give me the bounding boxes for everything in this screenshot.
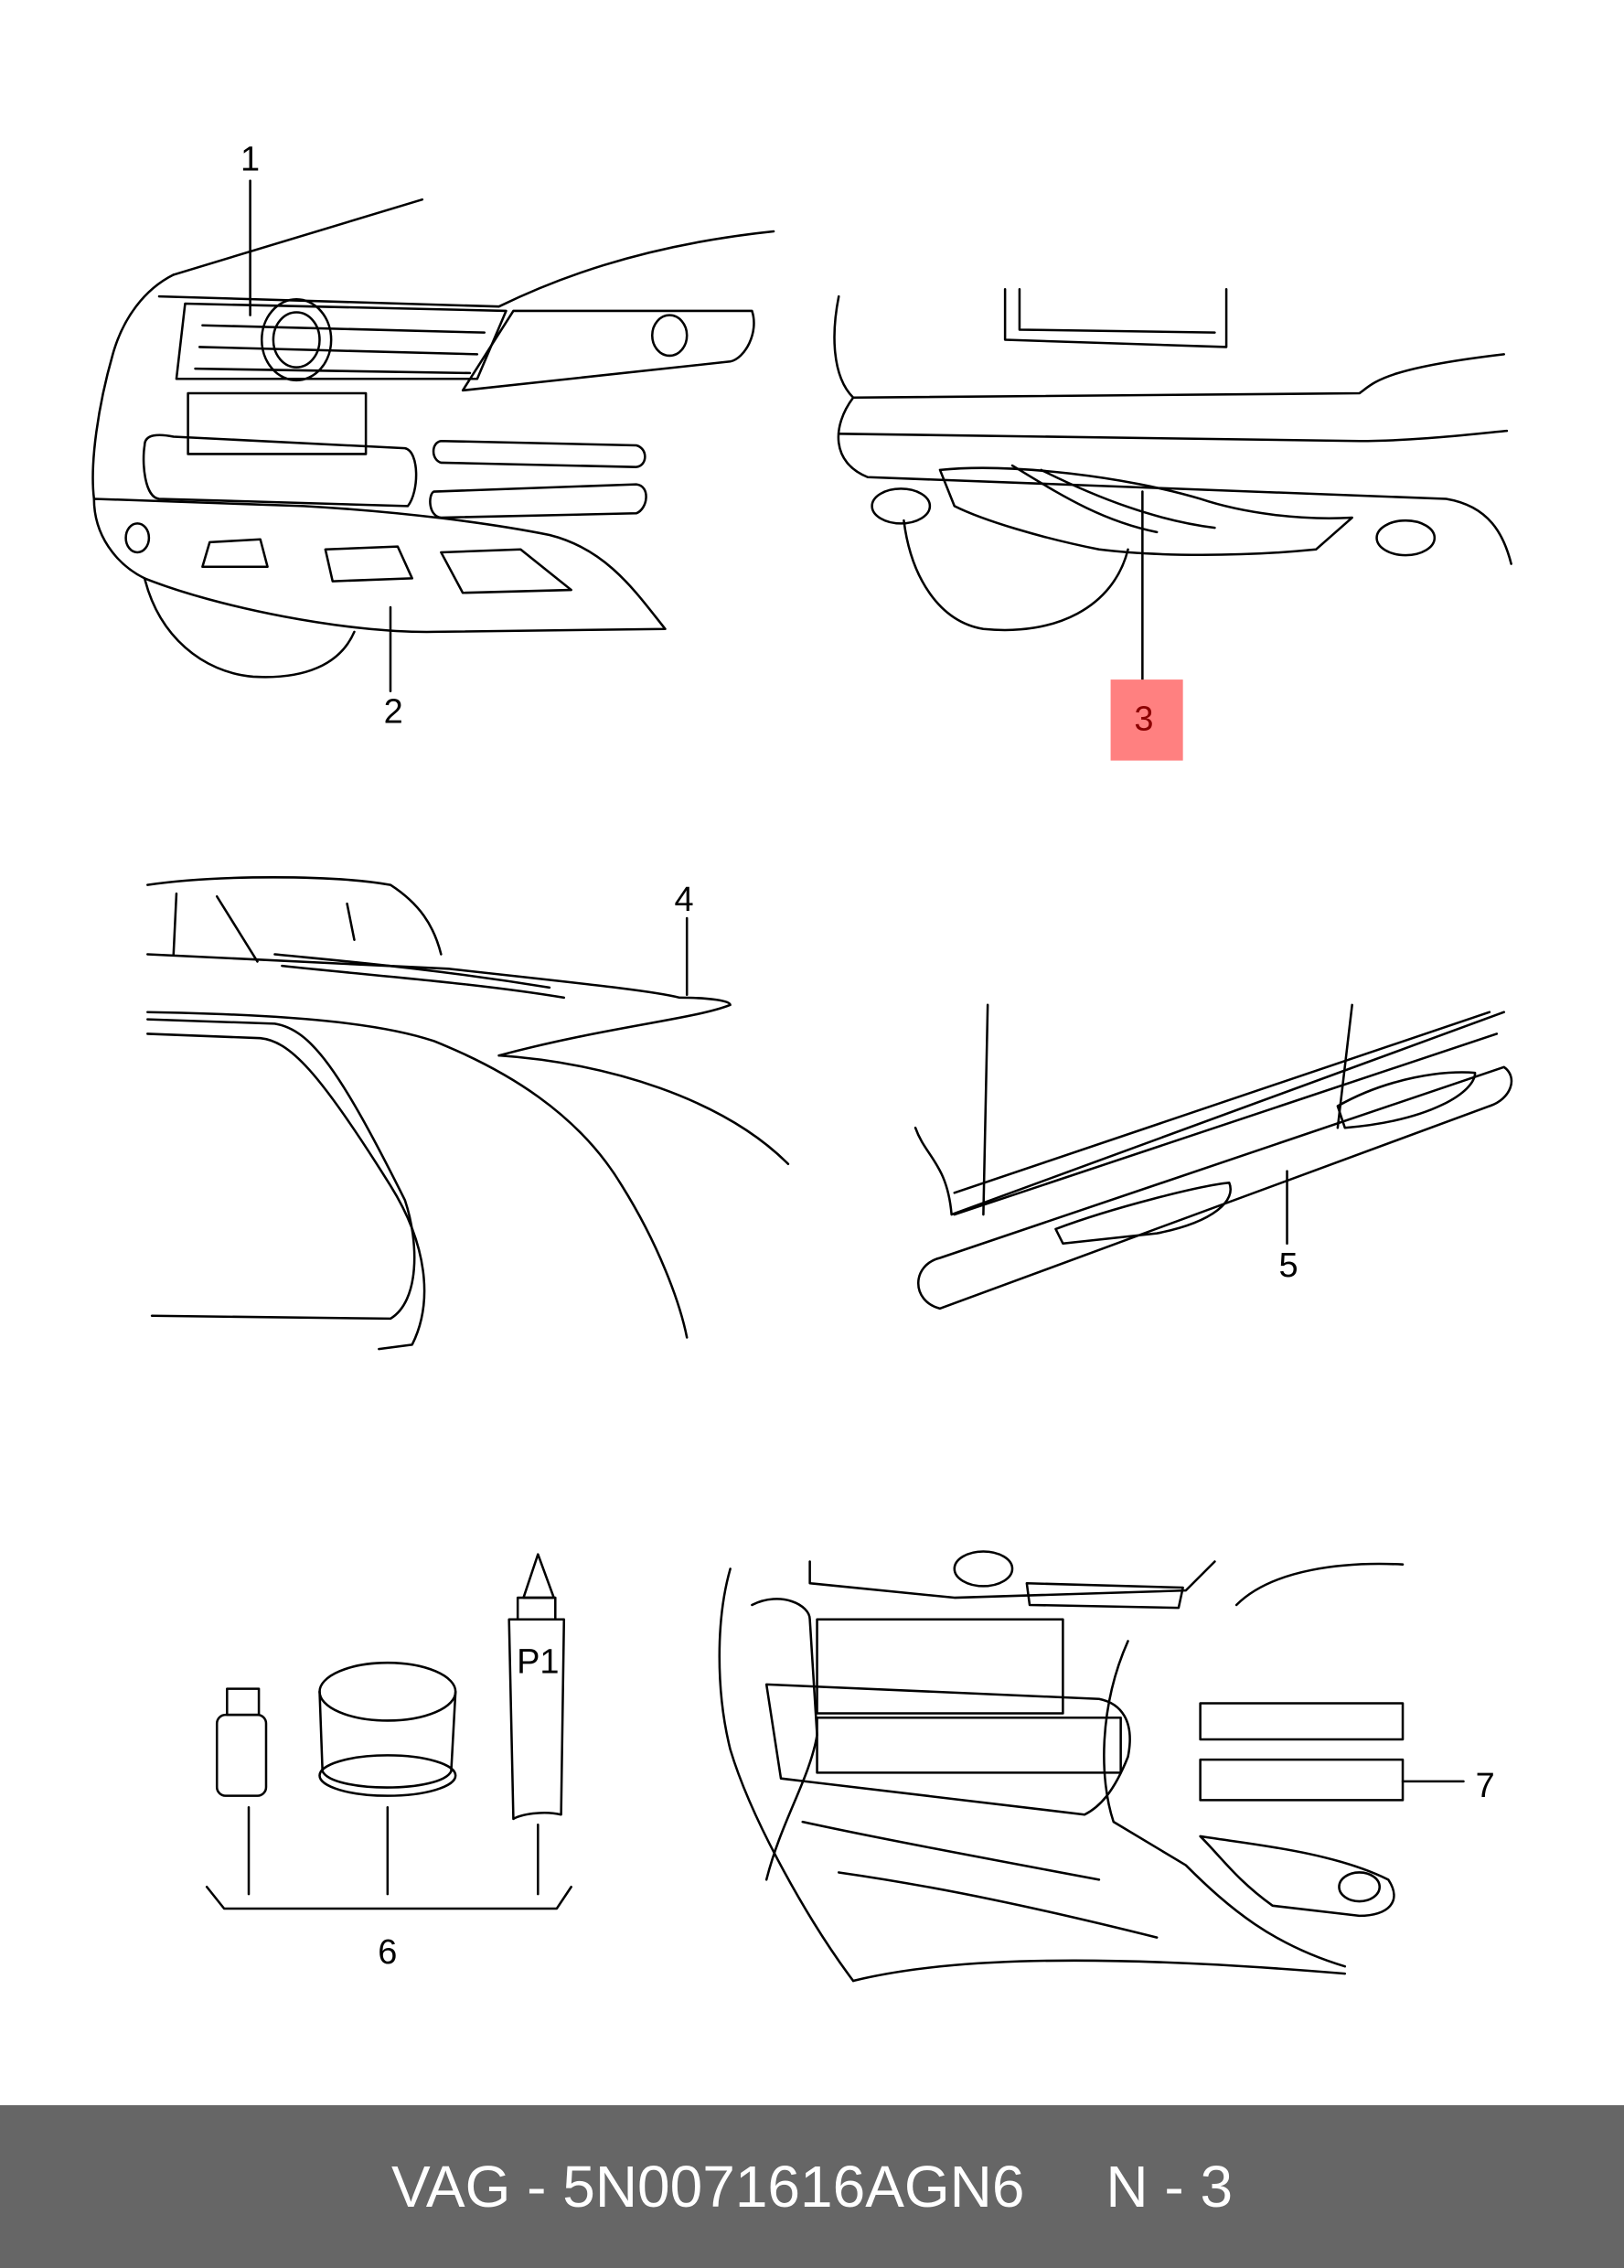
callout-6: 6	[378, 1933, 397, 1972]
callout-3[interactable]: 3	[1134, 700, 1153, 738]
repair-kit-illustration: P1 6	[205, 1553, 572, 1972]
roof-spoiler-illustration: 4	[146, 876, 790, 1351]
callout-5: 5	[1279, 1246, 1298, 1285]
callout-1: 1	[240, 141, 260, 179]
callout-4: 4	[674, 881, 693, 919]
front-bumper-illustration: 1 2	[91, 141, 775, 732]
tin-can	[318, 1661, 457, 1722]
highlight-box	[1110, 679, 1183, 761]
rear-diffuser-illustration: 3	[833, 287, 1512, 761]
glue-tube	[508, 1618, 566, 1821]
part-number-label: VAG - 5N0071616AGN6 N - 3	[390, 2154, 1234, 2220]
footer-bar: VAG - 5N0071616AGN6 N - 3	[0, 2105, 1624, 2268]
exploded-parts-diagram: 1 2 3 4 5	[91, 141, 1513, 1983]
front-grille-mesh-illustration: 7	[718, 1550, 1495, 1983]
callout-2: 2	[384, 693, 403, 732]
side-sill-illustration: 5	[914, 1003, 1513, 1311]
callout-7: 7	[1476, 1767, 1495, 1805]
small-bottle	[215, 1713, 268, 1797]
tube-label: P1	[517, 1642, 559, 1681]
bottle-cap	[226, 1687, 261, 1717]
